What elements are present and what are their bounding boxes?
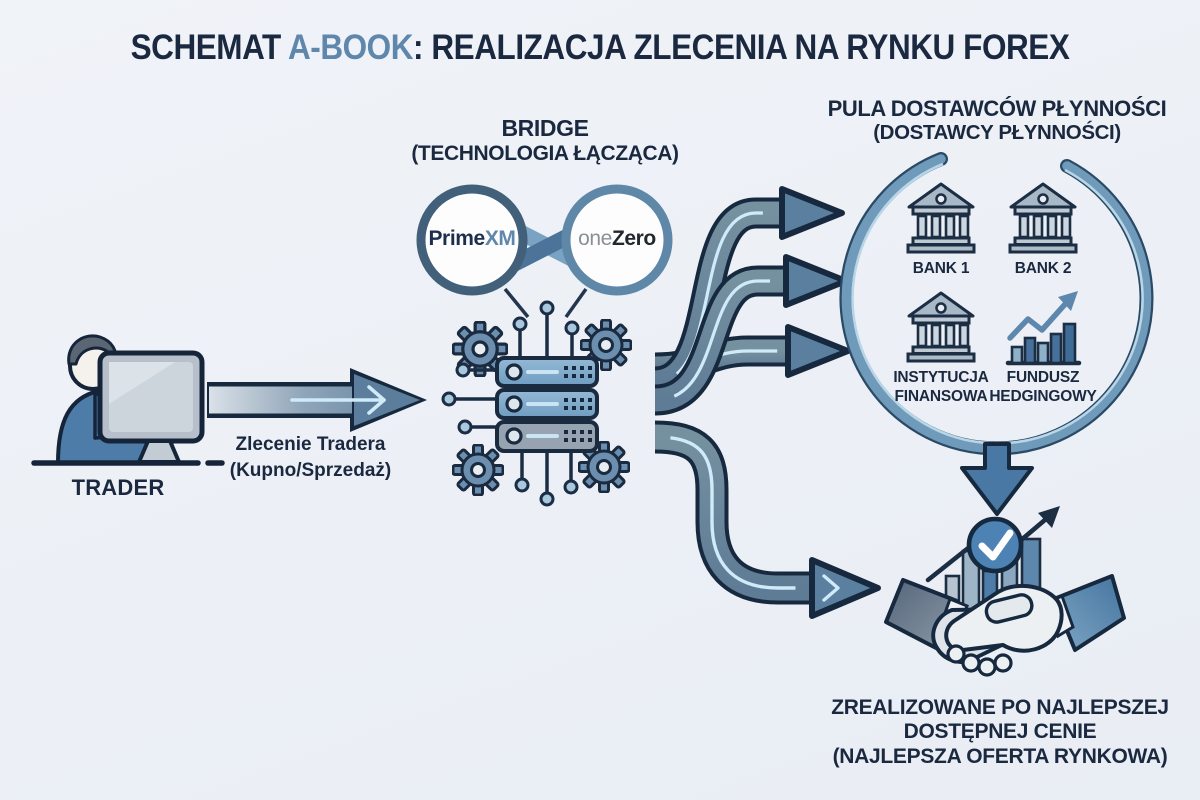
member-label-bank2: BANK 2 — [1014, 260, 1072, 277]
onezero-logo-part2: Zero — [611, 227, 656, 250]
server-bridge-icon — [441, 300, 632, 507]
trader-label: TRADER — [71, 475, 165, 500]
order-arrow — [207, 368, 427, 432]
member-label-bank1: BANK 1 — [912, 260, 970, 277]
arrow-to-execution — [654, 420, 881, 619]
circuit-dots — [441, 300, 580, 507]
primexm-logo-part1: Prime — [428, 227, 485, 250]
onezero-logo: oneZero — [552, 227, 682, 251]
liquidity-pool-ring — [839, 152, 1154, 516]
result-label-line3: (NAJLEPSZA OFERTA RYNKOWA) — [832, 744, 1168, 768]
checkmark-icon — [966, 516, 1024, 574]
primexm-logo: PrimeXM — [407, 227, 537, 251]
arrow-down-icon — [960, 442, 1034, 516]
gear-icon — [452, 444, 504, 496]
pool-subtitle: (DOSTAWCY PŁYNNOŚCI) — [873, 121, 1121, 144]
title-highlight: A-BOOK — [287, 28, 414, 67]
result-label-line2: DOSTĘPNEJ CENIE — [903, 720, 1097, 744]
monitor-icon — [97, 350, 205, 464]
result-label: ZREALIZOWANE PO NAJLEPSZEJ DOSTĘPNEJ CEN… — [770, 696, 1200, 769]
title-suffix: : REALIZACJA ZLECENIA NA RYNKU FOREX — [413, 28, 1070, 67]
member-label-instytucja: INSTYTUCJA FINANSOWA — [893, 369, 989, 405]
primexm-logo-part2: XM — [484, 227, 516, 250]
bridge-title: BRIDGE — [501, 115, 589, 141]
liquidity-pool-members — [906, 182, 1082, 366]
bar-chart-growth-icon — [1005, 291, 1082, 366]
pool-title: PULA DOSTAWCÓW PŁYNNOŚCI — [827, 96, 1167, 121]
server-stack — [495, 356, 599, 453]
knuckles — [946, 644, 1013, 677]
bank-icon — [906, 182, 976, 254]
page-title: SCHEMAT A-BOOK: REALIZACJA ZLECENIA NA R… — [60, 28, 1140, 67]
arrows-to-liquidity-pool — [652, 186, 851, 416]
order-arrow-label-line2: (Kupno/Sprzedaż) — [229, 459, 392, 481]
member-label-fundusz: FUNDUSZ HEDGINGOWY — [989, 369, 1097, 405]
bank-icon — [906, 291, 976, 363]
bridge-subtitle: (TECHNOLOGIA ŁĄCZĄCA) — [411, 142, 679, 165]
order-arrow-label-line1: Zlecenie Tradera — [235, 434, 386, 455]
title-prefix: SCHEMAT — [130, 28, 288, 67]
order-arrow-label: Zlecenie Tradera (Kupno/Sprzedaż) — [198, 432, 423, 483]
handshake-icon — [884, 506, 1126, 677]
onezero-logo-part1: one — [578, 227, 612, 250]
result-label-line1: ZREALIZOWANE PO NAJLEPSZEJ — [831, 696, 1169, 719]
trader-icon — [31, 334, 225, 466]
bridge-logos-icon — [416, 184, 673, 319]
circuit-traces — [456, 315, 574, 492]
bank-icon — [1008, 182, 1078, 254]
